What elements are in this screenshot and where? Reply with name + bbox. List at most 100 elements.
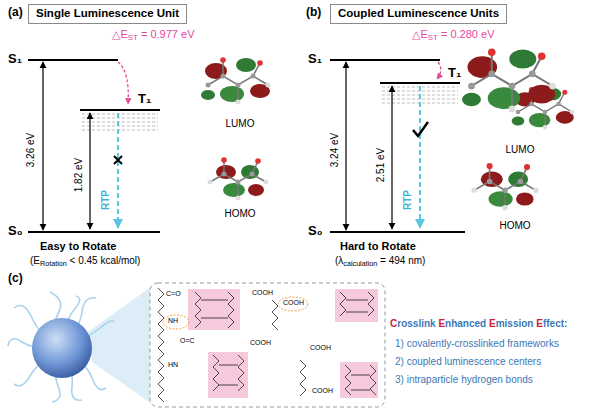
polymer-network-part-part xyxy=(346,300,368,301)
polymer-chain xyxy=(370,365,376,395)
gap-label: △EST = 0.280 eV xyxy=(412,28,494,41)
state-label: S₁ xyxy=(8,52,22,67)
polymer-chain xyxy=(345,365,351,395)
energy-value: 3.26 eV xyxy=(25,133,37,167)
polymer-network-part xyxy=(201,300,370,390)
polymer-network-part-part xyxy=(335,289,378,322)
energy-diagram-b-part xyxy=(391,86,392,229)
state-label: T₁ xyxy=(138,92,151,107)
chem-group: HN xyxy=(168,361,178,369)
polymer-network-part-part xyxy=(340,362,378,398)
energy-diagram-a-part xyxy=(42,62,43,230)
polymer-network-part-part xyxy=(351,390,370,391)
panel-letter: (a) xyxy=(8,6,23,20)
gap-label: △EST = 0.977 eV xyxy=(112,28,194,41)
rotation-note: Hard to Rotate xyxy=(340,240,416,253)
polymer-network-part-part xyxy=(219,365,238,366)
energy-value: 3.24 eV xyxy=(329,133,341,167)
energy-diagram-b-part xyxy=(345,62,346,230)
polymer-network-part-part xyxy=(351,375,370,376)
energy-diagram-b-part xyxy=(380,82,460,84)
energy-diagram-a-part xyxy=(117,113,119,228)
energy-diagram-a-part xyxy=(208,157,269,200)
energy-diagram-a-part xyxy=(82,114,158,130)
polymer-chain xyxy=(158,288,164,402)
polymer-chain xyxy=(228,292,234,328)
state-label: S₀ xyxy=(8,224,23,239)
polymer-network-part-part xyxy=(346,312,368,313)
box-title: Coupled Luminescence Units xyxy=(338,7,499,21)
title-box: Single Luminescence Unit xyxy=(28,4,187,24)
panel-letter: (b) xyxy=(306,6,321,20)
polymer-chain xyxy=(368,292,374,316)
energy-diagram-a-part-part xyxy=(82,114,158,115)
box-title: Single Luminescence Unit xyxy=(36,7,179,21)
energy-diagram-b-part xyxy=(330,59,440,61)
polymer-network-part-part xyxy=(208,352,248,398)
polymer-network-part-part xyxy=(201,300,228,301)
chem-group: COOH xyxy=(250,339,271,347)
energy-diagram-a-part-part xyxy=(82,126,158,127)
panel-letter: (c) xyxy=(8,272,23,286)
rtp-label: RTP xyxy=(402,190,414,210)
effect-item: 1) covalently-crosslinked frameworks xyxy=(395,338,559,350)
nanoparticle-part xyxy=(8,292,114,402)
polymer-chain xyxy=(272,300,278,330)
polymer-chain xyxy=(340,292,346,316)
orbital-label: HOMO xyxy=(499,220,530,232)
energy-diagram-a-part xyxy=(80,109,160,111)
polymer-network-part-part xyxy=(278,297,308,311)
energy-diagram-b-part xyxy=(471,163,538,211)
nanoparticle-part xyxy=(88,286,152,404)
chem-group: C=O xyxy=(166,290,181,298)
state-label: T₁ xyxy=(448,66,461,81)
polymer-network xyxy=(150,283,385,407)
energy-diagram-b xyxy=(330,48,574,232)
energy-diagram-b-part xyxy=(437,62,441,79)
energy-value: 1.82 eV xyxy=(73,158,85,192)
orbital-label: HOMO xyxy=(224,208,255,220)
energy-diagram-b-part xyxy=(330,231,465,233)
chem-group: COOH xyxy=(312,387,333,395)
chem-group: COOH xyxy=(310,344,331,352)
energy-diagram-a-part xyxy=(114,156,122,164)
state-label: S₁ xyxy=(308,52,322,67)
energy-diagram-b-part xyxy=(419,86,421,228)
state-label: S₀ xyxy=(308,224,323,239)
energy-diagram-a-part xyxy=(28,59,118,61)
effect-heading: Crosslink Enhanced Emission Effect: xyxy=(390,318,567,330)
energy-diagram-a-part-part xyxy=(82,118,158,119)
chem-group: COOH xyxy=(283,299,304,307)
orbital-label: LUMO xyxy=(226,118,255,130)
chem-group: NH xyxy=(168,317,178,325)
polymer-network-part xyxy=(150,283,385,407)
polymer-chain xyxy=(213,355,219,391)
title-box: Coupled Luminescence Units xyxy=(330,4,507,24)
orbital-label: LUMO xyxy=(506,144,535,156)
polymer-network-part-part xyxy=(219,385,238,386)
effect-item: 3) intraparticle hydrogen bonds xyxy=(395,374,533,386)
polymer-chain xyxy=(238,355,244,391)
wavelength-value: (λcalculation = 494 nm) xyxy=(335,255,425,267)
polymer-network-part xyxy=(188,289,378,398)
energy-diagram-a-part xyxy=(201,57,271,104)
energy-diagram-b-part xyxy=(462,48,556,112)
chem-group: COOH xyxy=(252,289,273,297)
rotation-value: (ERotation < 0.45 kcal/mol) xyxy=(30,255,140,267)
energy-diagram-a-part xyxy=(118,62,128,104)
chem-group: O=C xyxy=(180,337,195,345)
polymer-network-part-part xyxy=(201,318,228,319)
rtp-label: RTP xyxy=(100,190,112,210)
energy-diagram-a xyxy=(28,57,271,232)
polymer-chain xyxy=(300,360,306,396)
energy-diagram-b-part xyxy=(413,122,428,136)
effect-item: 2) coupled luminescence centers xyxy=(395,356,541,368)
polymer-network-part-part xyxy=(163,315,189,329)
energy-diagram-a-part xyxy=(28,231,160,233)
polymer-network-part xyxy=(163,297,308,329)
energy-diagram-a-part xyxy=(89,113,90,229)
nanoparticle xyxy=(8,286,152,404)
energy-diagram-a-part-part xyxy=(82,130,158,131)
polymer-network-part-part xyxy=(188,289,240,330)
